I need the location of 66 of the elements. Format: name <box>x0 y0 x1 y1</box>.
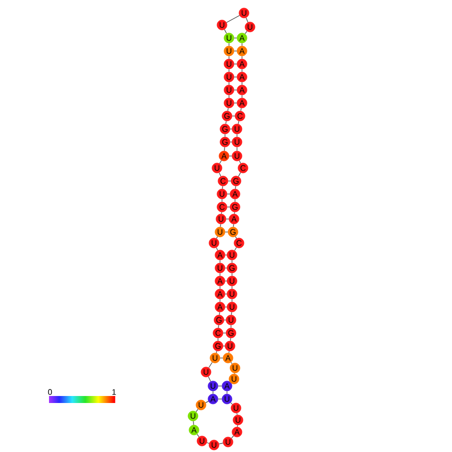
connector-line <box>218 324 219 328</box>
connector-line <box>219 160 222 164</box>
connector-line <box>236 134 238 138</box>
connector-line <box>231 436 234 438</box>
connector-line <box>196 408 198 412</box>
connector-line <box>206 442 210 444</box>
connector-line <box>230 128 232 130</box>
connector-line <box>230 402 233 405</box>
connector-line <box>224 134 226 138</box>
connector-line <box>224 254 228 256</box>
connector-line <box>236 146 238 152</box>
connector-line <box>234 50 238 52</box>
connector-line <box>238 172 241 177</box>
connector-line <box>226 390 228 394</box>
connector-line <box>230 324 232 328</box>
connector-line <box>193 420 194 426</box>
connector-line <box>212 390 214 394</box>
connector-line <box>224 306 228 308</box>
connector-line <box>221 212 222 214</box>
connector-line <box>246 17 248 23</box>
connector-line <box>240 108 242 112</box>
connector-line <box>224 280 228 282</box>
connector-line <box>235 186 236 190</box>
connector-line <box>234 247 237 251</box>
connector-line <box>235 236 237 239</box>
connector-line <box>205 401 209 403</box>
connector-line <box>228 350 230 354</box>
connector-line <box>244 30 248 34</box>
connector-line <box>233 224 234 228</box>
connector-line <box>216 247 218 251</box>
connector-line <box>228 82 230 86</box>
connector-line <box>228 42 230 46</box>
connector-line <box>231 312 232 316</box>
connector-line <box>238 120 240 124</box>
connector-line <box>218 398 222 400</box>
connector-line <box>230 362 232 364</box>
connector-line <box>218 442 224 444</box>
connector-line <box>224 146 225 152</box>
connector-line <box>228 180 232 182</box>
connector-line <box>218 172 222 177</box>
connector-line <box>230 338 231 342</box>
connector-line <box>239 160 241 164</box>
connector-line <box>228 94 230 98</box>
connector-line <box>208 362 212 368</box>
connector-line <box>228 68 230 72</box>
connector-line <box>236 412 238 416</box>
connector-line <box>237 424 238 428</box>
connector-line <box>222 186 223 190</box>
connector-line <box>222 332 226 334</box>
connector-line <box>220 224 221 228</box>
connector-line <box>226 15 240 23</box>
connector-line <box>216 350 218 354</box>
connector-line <box>196 434 200 438</box>
connector-line <box>228 56 230 60</box>
connector-line <box>219 312 220 316</box>
connector-line <box>208 376 211 382</box>
connector-line <box>226 218 230 220</box>
connector-line <box>234 198 236 202</box>
connector-line <box>228 108 229 112</box>
connector-line <box>216 236 218 239</box>
connector-line <box>234 76 238 78</box>
connector-line <box>234 212 235 214</box>
connector-line <box>226 206 230 208</box>
connector-line <box>234 102 238 104</box>
connector-line <box>226 120 227 124</box>
connector-line <box>224 29 227 34</box>
